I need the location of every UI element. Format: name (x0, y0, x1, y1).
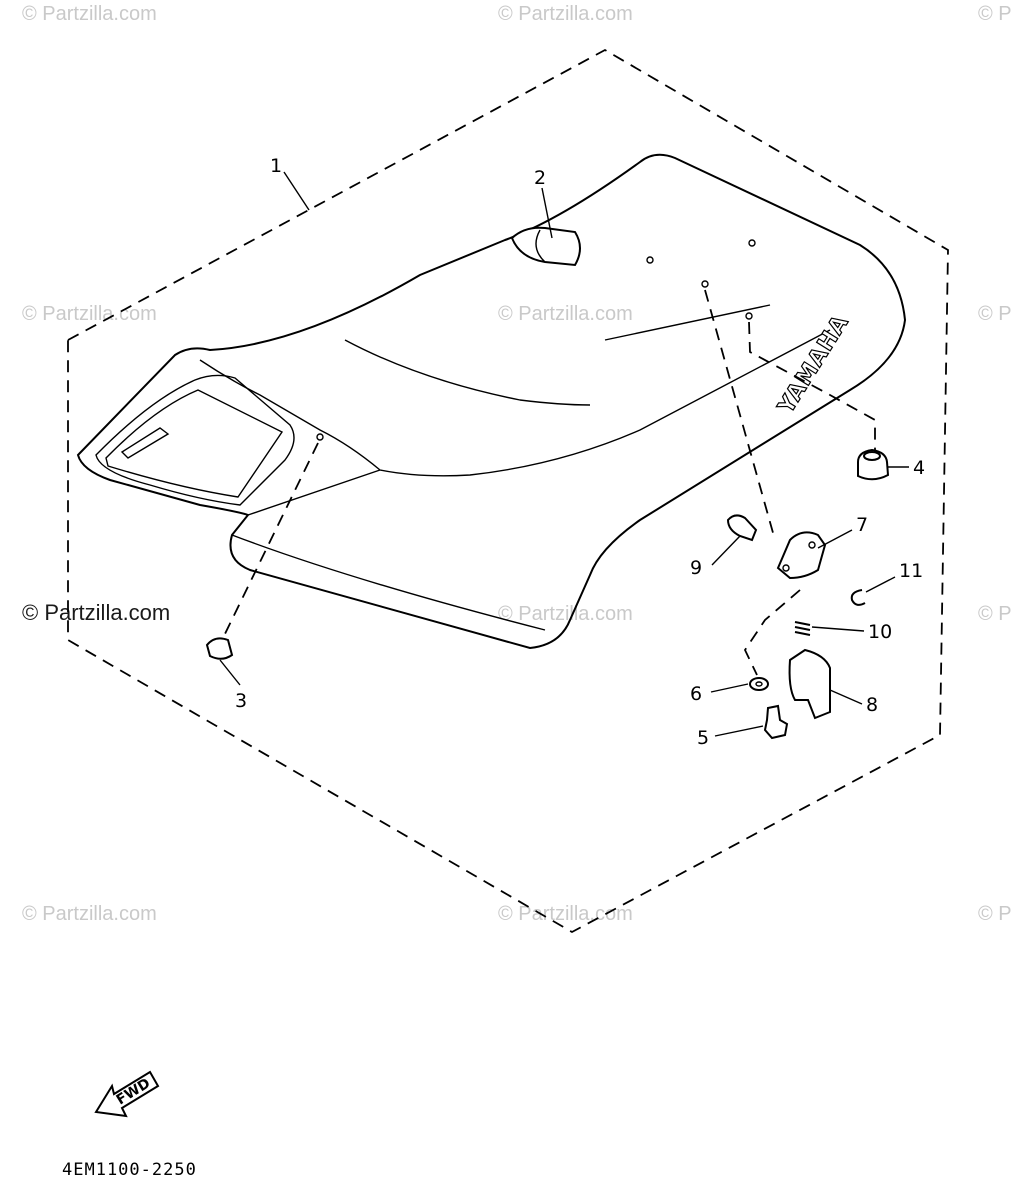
bracket-hole (808, 541, 816, 549)
assembly-boundary (67, 48, 949, 934)
part-6-washer-hole (755, 681, 763, 687)
mount-hole (748, 239, 756, 247)
watermark: © P (978, 303, 1011, 325)
seat-rear-cutout (95, 374, 295, 506)
callout-leader (865, 576, 896, 593)
callout-10: 10 (868, 621, 892, 643)
watermark: © Partzilla.com (22, 3, 157, 25)
watermark: © Partzilla.com (22, 903, 157, 925)
callout-1: 1 (270, 155, 282, 177)
assembly-leaders (221, 289, 876, 676)
leader-line (221, 442, 319, 641)
mount-hole (745, 312, 753, 320)
watermark: © Partzilla.com (498, 303, 633, 325)
callout-leader (283, 171, 310, 211)
seat-assembly: YAMAHA (76, 153, 907, 650)
callout-8: 8 (866, 694, 878, 716)
leader-line (704, 289, 776, 541)
seat-rear-cutout-inner (105, 389, 284, 498)
callout-leader (817, 529, 853, 549)
seat-edge (247, 469, 381, 516)
part-6-washer (749, 677, 769, 691)
callout-11: 11 (899, 560, 923, 582)
watermark: © Partzilla.com (498, 603, 633, 625)
mount-hole (646, 256, 654, 264)
seat-brand-text: YAMAHA (773, 311, 854, 419)
watermark: © Partzilla.com (22, 600, 170, 625)
callout-leader (219, 659, 241, 686)
mount-hole (316, 433, 324, 441)
part-2-tab-detail (535, 229, 546, 263)
part-9-pin (726, 514, 758, 542)
callout-labels: 1 2 3 4 5 6 7 8 9 10 11 (235, 155, 925, 749)
callout-leader (829, 689, 863, 705)
part-8-seat-hook (788, 648, 831, 720)
callout-4: 4 (913, 457, 925, 479)
seat-seam (199, 329, 831, 477)
watermark: © Partzilla.com (498, 3, 633, 25)
watermark-layer: © Partzilla.com © Partzilla.com © P © Pa… (22, 3, 1011, 925)
callout-leader (714, 725, 764, 737)
watermark: © Partzilla.com (498, 903, 633, 925)
part-4-damper-top (863, 451, 881, 461)
leader-line (743, 589, 801, 676)
part-2-cushion-tab (510, 226, 581, 267)
callout-leaders (219, 171, 909, 737)
callout-5: 5 (697, 727, 709, 749)
fwd-arrow-outline (94, 1070, 160, 1118)
seat-strap (120, 427, 170, 459)
fwd-arrow-icon: FWD (94, 1070, 160, 1118)
watermark: © P (978, 3, 1011, 25)
seat-lower-edge (231, 534, 546, 631)
callout-leader (811, 626, 865, 632)
part-5-bolt (763, 704, 789, 740)
callout-leader (541, 187, 553, 239)
diagram-code: 4EM1100-2250 (62, 1160, 197, 1180)
callout-9: 9 (690, 557, 702, 579)
bracket-hole (782, 564, 790, 572)
mount-hole (701, 280, 709, 288)
part-10-spring (794, 621, 811, 636)
part-11-clip (850, 589, 866, 606)
hardware-parts (205, 448, 890, 740)
watermark: © P (978, 603, 1011, 625)
seat-crease (344, 339, 591, 406)
callout-leader (711, 535, 741, 566)
part-3-grommet (205, 637, 234, 660)
seat-crease (604, 304, 771, 341)
callout-2: 2 (534, 167, 546, 189)
callout-3: 3 (235, 690, 247, 712)
callout-7: 7 (856, 514, 868, 536)
fwd-label: FWD (114, 1075, 154, 1108)
callout-leader (710, 683, 749, 693)
leader-line (748, 321, 876, 450)
watermark: © Partzilla.com (22, 303, 157, 325)
callout-6: 6 (690, 683, 702, 705)
watermark: © P (978, 903, 1011, 925)
